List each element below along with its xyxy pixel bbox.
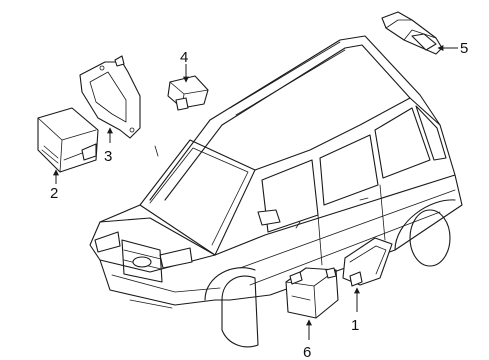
callout-4: 4 xyxy=(180,49,189,83)
callout-2: 2 xyxy=(50,169,59,202)
part-1-sensor xyxy=(342,237,393,287)
callout-1: 1 xyxy=(351,287,360,334)
callout-label-3: 3 xyxy=(104,148,112,165)
part-2-control-module xyxy=(37,107,99,173)
callout-6: 6 xyxy=(303,319,312,360)
callout-5: 5 xyxy=(437,40,468,57)
callout-3: 3 xyxy=(104,127,113,165)
part-5-module xyxy=(381,11,443,55)
callout-label-5: 5 xyxy=(460,40,468,57)
callout-label-2: 2 xyxy=(50,185,58,202)
callout-label-4: 4 xyxy=(180,49,188,66)
callout-label-1: 1 xyxy=(351,317,359,334)
callout-label-6: 6 xyxy=(303,344,311,360)
part-6-control-unit xyxy=(285,267,339,319)
part-3-bracket xyxy=(79,55,141,139)
part-4-sensor xyxy=(167,75,209,111)
vehicle-illustration xyxy=(89,35,463,348)
